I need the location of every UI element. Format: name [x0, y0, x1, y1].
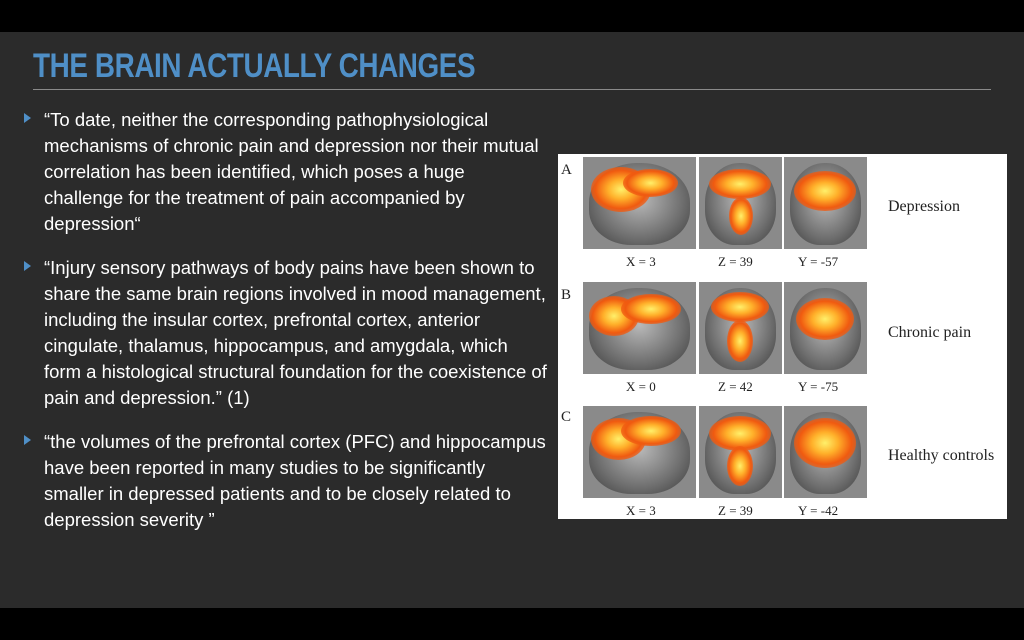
- bullet-text: “the volumes of the prefrontal cortex (P…: [44, 431, 546, 530]
- bullet-arrow-icon: [24, 113, 31, 123]
- coronal-scan-image: [784, 406, 867, 498]
- panel-letter: C: [561, 409, 572, 425]
- group-label: Depression: [888, 198, 960, 215]
- axial-scan-image: [699, 406, 782, 498]
- coordinate-label: X = 0: [626, 379, 656, 394]
- coordinate-label: Z = 39: [718, 254, 753, 269]
- slide: THE BRAIN ACTUALLY CHANGES “To date, nei…: [0, 32, 1024, 608]
- coordinate-label: Z = 39: [718, 503, 753, 518]
- coronal-scan-image: [784, 282, 867, 374]
- group-label: Healthy controls: [888, 447, 995, 464]
- group-label: Chronic pain: [888, 324, 972, 341]
- bullet-item: “the volumes of the prefrontal cortex (P…: [22, 429, 547, 533]
- slide-title: THE BRAIN ACTUALLY CHANGES: [33, 47, 476, 85]
- bullet-text: “Injury sensory pathways of body pains h…: [44, 257, 547, 408]
- sagittal-scan-image: [583, 157, 696, 249]
- title-divider: [33, 89, 991, 90]
- coordinate-label: X = 3: [626, 503, 656, 518]
- sagittal-scan-image: [583, 406, 696, 498]
- coordinate-label: Y = -42: [798, 503, 839, 518]
- bullet-list: “To date, neither the corresponding path…: [22, 107, 547, 551]
- bullet-arrow-icon: [24, 435, 31, 445]
- brain-scan-figure: A X = 3 Z = 39 Y = -57 Depression B: [558, 154, 1007, 519]
- coordinate-label: Z = 42: [718, 379, 753, 394]
- coordinate-label: X = 3: [626, 254, 656, 269]
- panel-letter: A: [561, 162, 572, 178]
- panel-letter: B: [561, 287, 572, 303]
- bullet-text: “To date, neither the corresponding path…: [44, 109, 539, 234]
- coordinate-label: Y = -57: [798, 254, 839, 269]
- bullet-item: “Injury sensory pathways of body pains h…: [22, 255, 547, 411]
- axial-scan-image: [699, 157, 782, 249]
- axial-scan-image: [699, 282, 782, 374]
- coordinate-label: Y = -75: [798, 379, 839, 394]
- coronal-scan-image: [784, 157, 867, 249]
- bullet-arrow-icon: [24, 261, 31, 271]
- sagittal-scan-image: [583, 282, 696, 374]
- bullet-item: “To date, neither the corresponding path…: [22, 107, 547, 237]
